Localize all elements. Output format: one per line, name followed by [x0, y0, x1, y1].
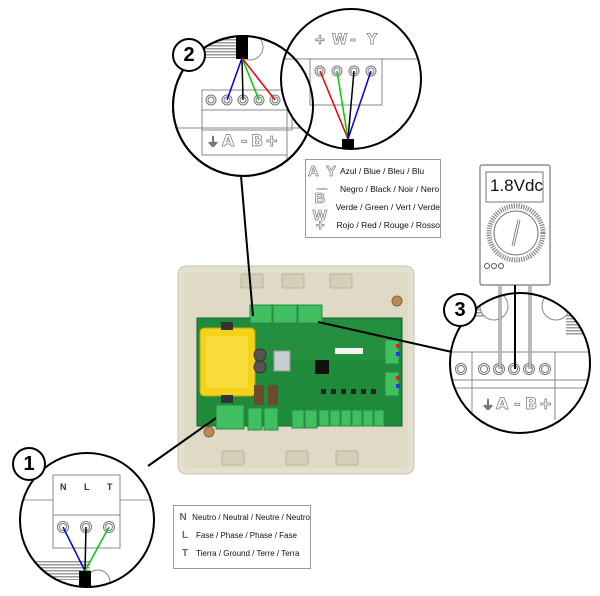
- top-terminal-blocks: [249, 304, 323, 324]
- terminal-label-plus: +: [539, 394, 553, 414]
- screw-hole: [203, 426, 215, 438]
- terminal-label-a: A: [496, 394, 509, 414]
- terminal-label-ground: ⏚: [482, 398, 495, 413]
- thermostat-label-plus: +: [314, 32, 326, 49]
- side-terminal-blocks: [384, 339, 400, 397]
- bottom-clips: [221, 450, 359, 466]
- multimeter-reading: 1.8Vdc: [490, 176, 543, 195]
- callout-3-zoom: [449, 292, 591, 434]
- heatsink: [273, 350, 291, 372]
- terminal-label-n: N: [60, 482, 67, 492]
- legend-text: Azul / Blue / Bleu / Blu: [340, 166, 425, 176]
- legend-row-neutral: N Neutro / Neutral / Neutre / Neutro: [174, 508, 310, 526]
- legend-row-ground: T Tierra / Ground / Terre / Terra: [174, 544, 310, 562]
- legend-symbol: +: [315, 216, 327, 234]
- legend-row-blue: A Y Azul / Blue / Bleu / Blu: [306, 162, 440, 180]
- wire-blue: [226, 57, 243, 101]
- callout-badge-3: 3: [443, 293, 477, 327]
- legend-row-green: B W Verde / Green / Vert / Verde: [306, 190, 440, 225]
- thermostat-label-minus: -: [350, 32, 356, 49]
- callout-badge-1: 1: [12, 447, 46, 481]
- terminal-label-a: A: [222, 131, 235, 151]
- capacitor: [253, 348, 267, 362]
- thermostat-label-w: W: [332, 32, 348, 49]
- leader-line-3: [317, 321, 453, 353]
- legend-text: Fase / Phase / Phase / Fase: [196, 530, 297, 540]
- top-clips: [240, 273, 353, 289]
- legend-row-red: + Rojo / Red / Rouge / Rosso: [306, 216, 440, 234]
- legend-text: Negro / Black / Noir / Nero: [340, 184, 440, 194]
- wire-red: [241, 57, 276, 101]
- legend-symbol: B W: [312, 190, 329, 225]
- legend-row-phase: L Fase / Phase / Phase / Fase: [174, 526, 310, 544]
- legend-symbol: —: [316, 183, 330, 195]
- legend-text: Neutro / Neutral / Neutre / Neutro: [192, 512, 310, 522]
- terminal-label-l: L: [84, 482, 90, 492]
- cable-jacket: [342, 139, 354, 149]
- relay: [254, 385, 264, 405]
- legend-symbol: L: [181, 529, 189, 541]
- capacitor: [253, 360, 267, 374]
- relay: [268, 385, 278, 405]
- legend-text: Tierra / Ground / Terre / Terra: [196, 548, 300, 558]
- multimeter: [479, 164, 551, 368]
- leader-line-2: [240, 175, 254, 317]
- wire-green: [241, 57, 260, 101]
- bus-wire-color-legend: A Y Azul / Blue / Bleu / Blu — Negro / B…: [305, 159, 441, 238]
- thermostat-label-y: Y: [367, 32, 378, 49]
- terminal-label-t: T: [107, 482, 113, 492]
- callout-badge-2: 2: [172, 38, 206, 72]
- thermostat-terminal-zoom: [280, 8, 422, 150]
- power-terminal-legend: N Neutro / Neutral / Neutre / Neutro L F…: [173, 505, 311, 569]
- terminal-label-b: B: [251, 131, 264, 151]
- microcontroller: [315, 360, 329, 374]
- terminal-label-ground: ⏚: [207, 135, 220, 150]
- terminal-label-minus: -: [514, 394, 521, 414]
- controller-board-photo: [177, 265, 415, 475]
- legend-symbol: T: [181, 547, 189, 559]
- legend-text: Verde / Green / Vert / Verde: [335, 202, 440, 212]
- wire-black: [241, 57, 244, 101]
- terminal-label-b: B: [525, 394, 538, 414]
- terminal-label-minus: -: [241, 131, 248, 151]
- legend-symbol: A Y: [307, 162, 339, 180]
- callout-1-zoom: [19, 452, 155, 588]
- legend-symbol: N: [179, 511, 187, 523]
- screw-hole: [391, 295, 403, 307]
- cable-jacket: [79, 571, 91, 587]
- pcb-label-sticker: [335, 348, 363, 354]
- legend-text: Rojo / Red / Rouge / Rosso: [336, 220, 440, 230]
- leader-line-1: [147, 417, 217, 467]
- bottom-terminal-blocks: [215, 404, 385, 431]
- legend-row-black: — Negro / Black / Noir / Nero: [306, 180, 440, 198]
- terminal-label-plus: +: [265, 131, 279, 151]
- cable-jacket: [236, 37, 248, 59]
